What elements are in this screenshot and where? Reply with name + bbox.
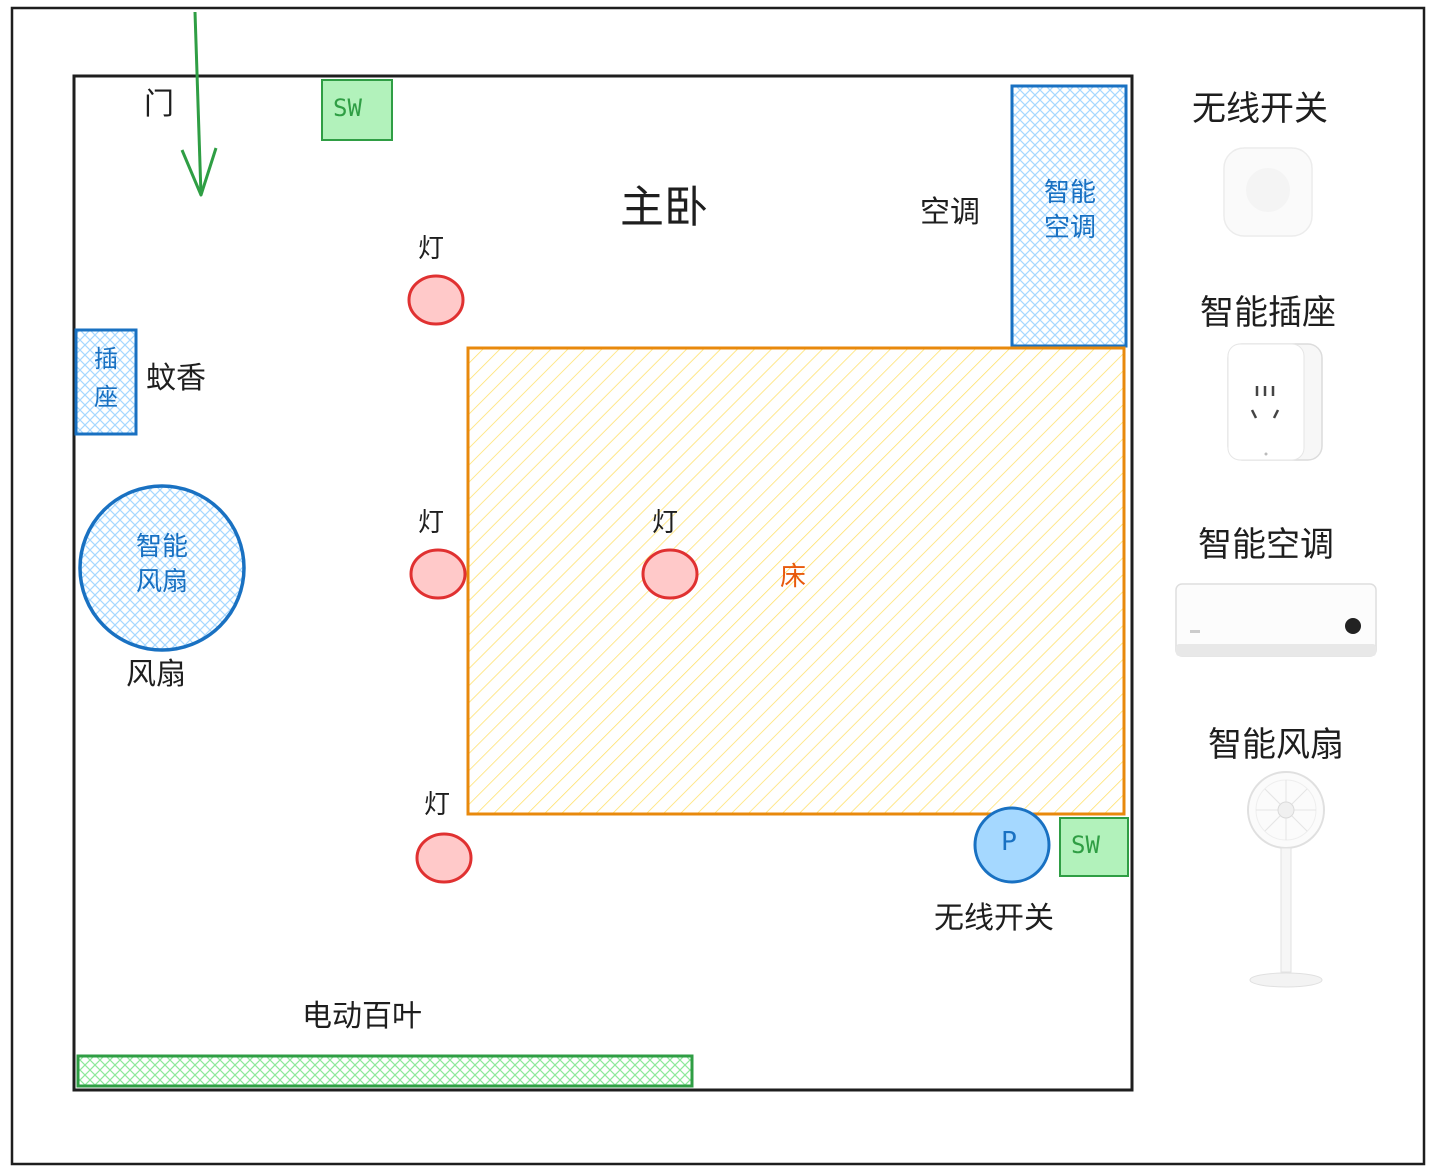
blinds-label: 电动百叶 xyxy=(302,999,422,1034)
wireless-button xyxy=(973,806,1051,884)
socket-label: 插座 xyxy=(94,345,118,412)
bed xyxy=(466,346,1126,816)
wall-switch-top xyxy=(321,79,393,141)
door-arrow-icon xyxy=(180,11,218,197)
air-conditioner-icon xyxy=(1175,583,1377,657)
smart-socket-icon xyxy=(1227,343,1323,461)
lamp-3-label: 灯 xyxy=(652,508,679,538)
standing-fan-icon xyxy=(1247,771,1325,988)
legend-smart-fan-label: 智能风扇 xyxy=(1208,725,1344,765)
lamp-1-label: 灯 xyxy=(418,234,445,264)
lamp-4-label: 灯 xyxy=(424,790,451,820)
wall-switch-bottom xyxy=(1059,817,1129,877)
wireless-button-letter: P xyxy=(1001,827,1017,857)
smart-fan xyxy=(78,484,246,652)
lamp-2 xyxy=(409,548,467,600)
ac-label: 空调 xyxy=(920,195,980,230)
door-label: 门 xyxy=(144,87,174,122)
smart-fan-label: 智能风扇 xyxy=(135,532,188,598)
smart-ac-unit xyxy=(1010,84,1128,348)
electric-blinds xyxy=(76,1054,694,1088)
lamp-2-label: 灯 xyxy=(418,508,445,538)
lamp-4 xyxy=(415,832,473,884)
bed-label: 床 xyxy=(780,562,807,592)
smart-ac-label: 智能空调 xyxy=(1043,178,1096,244)
lamp-1 xyxy=(407,274,465,326)
legend-smart-socket-label: 智能插座 xyxy=(1200,293,1336,333)
fan-label: 风扇 xyxy=(126,657,186,692)
socket xyxy=(74,328,138,436)
switch-top-label: SW xyxy=(333,94,362,122)
room-wall xyxy=(72,74,1134,1092)
legend-wireless-switch-label: 无线开关 xyxy=(1192,89,1328,129)
room-title: 主卧 xyxy=(620,182,708,233)
mosquito-repellent-label: 蚊香 xyxy=(146,361,206,396)
switch-bottom-label: SW xyxy=(1071,831,1100,859)
outer-frame xyxy=(10,6,1426,1166)
lamp-3 xyxy=(641,548,699,600)
wireless-switch-label: 无线开关 xyxy=(934,901,1054,936)
wireless-switch-icon xyxy=(1223,147,1313,237)
legend-smart-ac-label: 智能空调 xyxy=(1198,525,1334,565)
